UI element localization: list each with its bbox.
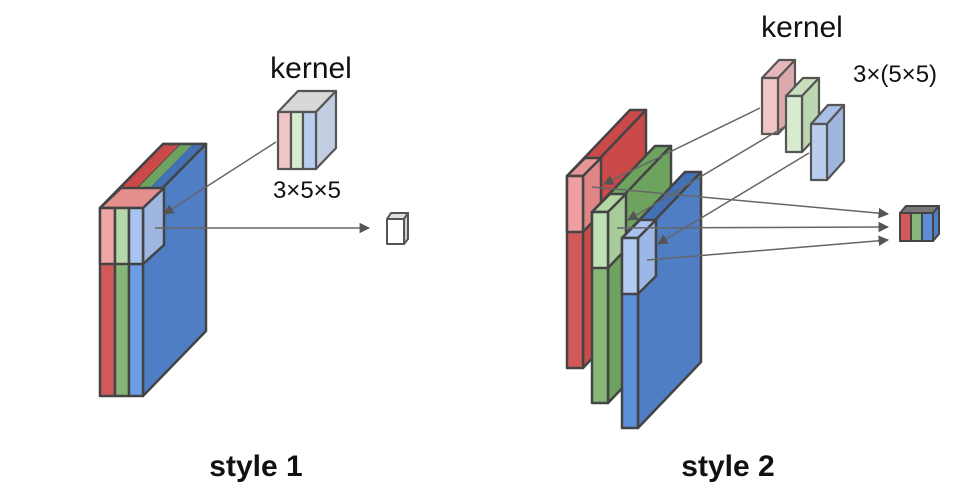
style2-kernel-green xyxy=(784,76,821,154)
style2-caption: style 2 xyxy=(681,450,774,483)
style1-kernel-block xyxy=(276,89,338,171)
style1-kernel-label: kernel xyxy=(270,52,352,85)
style2-kernel-blue-arrow xyxy=(657,152,810,245)
style2-red-output-arrow xyxy=(591,186,890,219)
style1-kernel-size: 3×5×5 xyxy=(273,177,341,204)
style2-kernel-size: 3×(5×5) xyxy=(853,61,937,88)
style1-kernel-arrow xyxy=(163,141,277,215)
style1-input-volume xyxy=(98,142,208,398)
style2-blue-output-arrow xyxy=(646,235,890,261)
style1-caption: style 1 xyxy=(209,450,302,483)
style1-receptive-patch xyxy=(98,186,166,266)
style2-kernel-red-arrow xyxy=(603,107,761,185)
style2-green-output-arrow xyxy=(616,221,890,233)
style2-kernel-label: kernel xyxy=(761,11,843,44)
style2-blue-patch xyxy=(620,218,658,296)
style2-kernel-green-arrow xyxy=(627,126,785,221)
style1-output-cell xyxy=(386,212,409,245)
style2-red-patch xyxy=(565,156,603,234)
style2-kernel-blue xyxy=(809,103,846,182)
style2-output-cells xyxy=(899,205,940,242)
